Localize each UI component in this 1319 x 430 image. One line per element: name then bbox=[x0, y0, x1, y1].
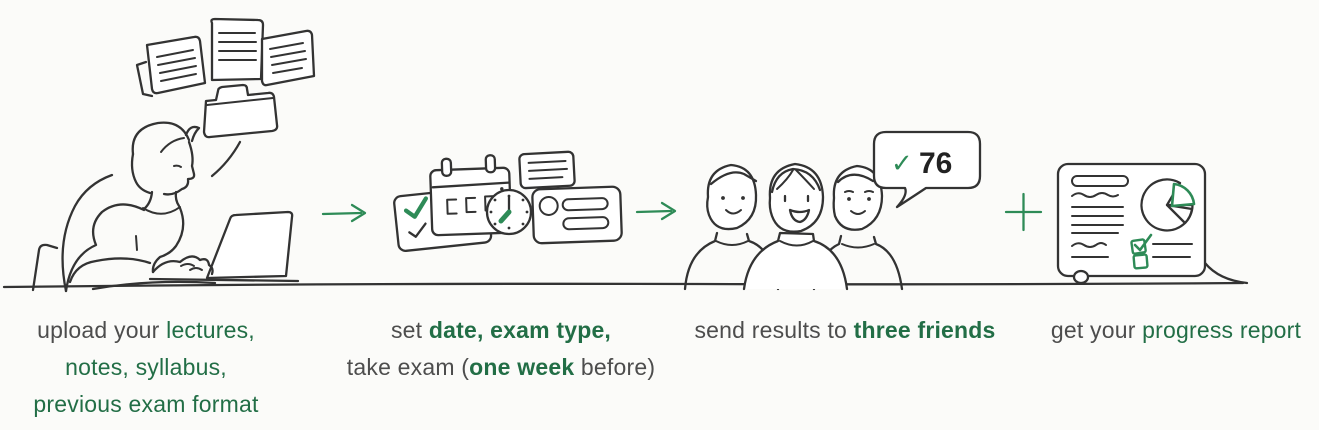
friend-right bbox=[812, 164, 904, 291]
calendar-clock-checklist-illustration bbox=[393, 150, 623, 253]
arrow-icon bbox=[321, 203, 367, 223]
upload-motion-arc bbox=[210, 140, 242, 178]
arrow-icon bbox=[635, 201, 677, 221]
notes-card-icon bbox=[518, 150, 576, 190]
speech-bubble: ✓ 76 bbox=[872, 130, 982, 209]
student-figure bbox=[61, 121, 217, 293]
pie-chart-icon bbox=[1140, 178, 1196, 232]
checkbox-list-icon bbox=[1130, 233, 1193, 270]
caption-line: send results to three friends bbox=[694, 317, 996, 343]
board-foot bbox=[1072, 269, 1090, 285]
ground-line bbox=[2, 281, 1245, 289]
caption-upload: upload your lectures, notes, syllabus, p… bbox=[33, 312, 258, 423]
clock-icon bbox=[485, 188, 533, 236]
caption-line: get your progress report bbox=[1050, 317, 1302, 343]
caption-schedule: set date, exam type, take exam (one week… bbox=[347, 312, 655, 386]
caption-progress-report: get your progress report bbox=[1051, 312, 1301, 349]
caption-line: set date, exam type, bbox=[390, 317, 612, 343]
caption-line: take exam (one week before) bbox=[346, 354, 656, 380]
form-card-icon bbox=[531, 185, 623, 245]
check-icon: ✓ bbox=[891, 148, 913, 178]
caption-send-results: send results to three friends bbox=[694, 312, 995, 349]
friend-middle bbox=[742, 162, 849, 291]
three-friends-illustration: ✓ 76 bbox=[683, 130, 982, 291]
documents-icon bbox=[135, 17, 316, 98]
caption-line: upload your lectures, bbox=[37, 317, 255, 343]
laptop-icon bbox=[148, 210, 300, 283]
caption-line: notes, syllabus, bbox=[65, 354, 227, 380]
chair-back bbox=[31, 243, 59, 292]
progress-report-illustration bbox=[1056, 162, 1249, 285]
folder-icon bbox=[202, 83, 279, 139]
plus-icon bbox=[1004, 192, 1043, 232]
caption-line: previous exam format bbox=[33, 391, 259, 417]
student-uploading-documents-illustration bbox=[31, 17, 316, 293]
score-value: 76 bbox=[919, 147, 952, 180]
report-board bbox=[1056, 162, 1207, 278]
